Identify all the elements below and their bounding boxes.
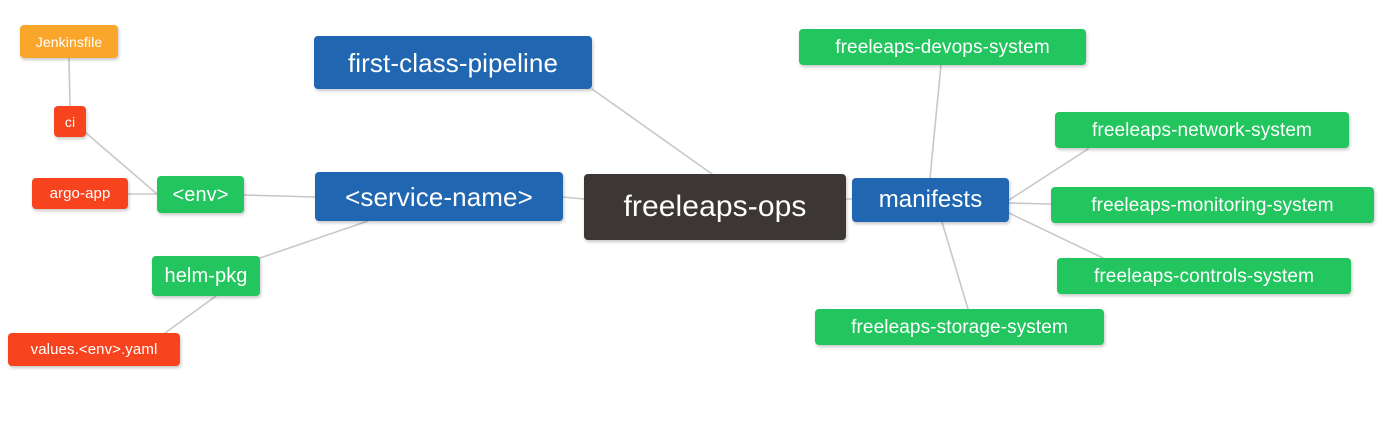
edge-helm-pkg-to-service-name: [259, 220, 369, 259]
mindmap-node-values-yaml[interactable]: values.<env>.yaml: [8, 333, 180, 366]
edge-env-to-service-name: [243, 194, 316, 198]
mindmap-node-env[interactable]: <env>: [157, 176, 244, 213]
edge-jenkinsfile-to-ci: [68, 57, 71, 107]
mindmap-node-jenkinsfile[interactable]: Jenkinsfile: [20, 25, 118, 58]
mindmap-node-service-name[interactable]: <service-name>: [315, 172, 563, 221]
mindmap-node-network-system[interactable]: freeleaps-network-system: [1055, 112, 1349, 148]
mindmap-node-first-class-pipeline[interactable]: first-class-pipeline: [314, 36, 592, 89]
mindmap-node-freeleaps-ops[interactable]: freeleaps-ops: [584, 174, 846, 240]
edge-first-class-pipeline-to-freeleaps-ops: [591, 88, 713, 175]
mindmap-node-manifests[interactable]: manifests: [852, 178, 1009, 222]
mindmap-node-monitoring-system[interactable]: freeleaps-monitoring-system: [1051, 187, 1374, 223]
mindmap-node-storage-system[interactable]: freeleaps-storage-system: [815, 309, 1104, 345]
mindmap-node-ci[interactable]: ci: [54, 106, 86, 137]
edge-service-name-to-freeleaps-ops: [562, 196, 585, 200]
mindmap-node-helm-pkg[interactable]: helm-pkg: [152, 256, 260, 296]
edge-manifests-to-monitoring-system: [1008, 202, 1052, 205]
edge-manifests-to-storage-system: [941, 221, 969, 310]
edge-values-yaml-to-helm-pkg: [164, 295, 217, 334]
edge-manifests-to-devops-system: [929, 64, 942, 179]
mindmap-node-argo-app[interactable]: argo-app: [32, 178, 128, 209]
mindmap-node-devops-system[interactable]: freeleaps-devops-system: [799, 29, 1086, 65]
mindmap-node-controls-system[interactable]: freeleaps-controls-system: [1057, 258, 1351, 294]
